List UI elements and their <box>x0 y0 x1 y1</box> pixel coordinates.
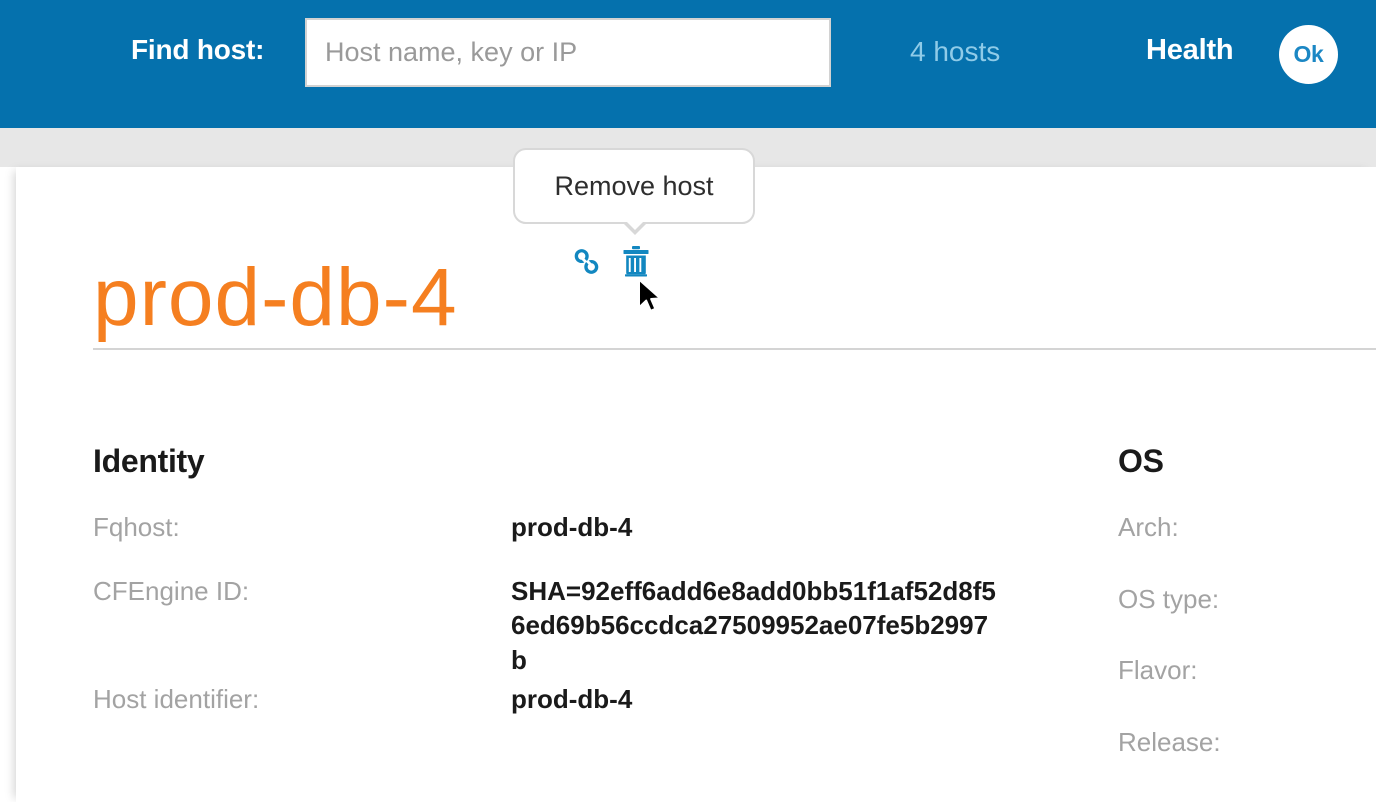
health-label: Health <box>1146 34 1234 66</box>
health-status-badge[interactable]: Ok <box>1279 25 1338 84</box>
page-title: prod-db-4 <box>93 251 458 343</box>
field-value: SHA=92eff6add6e8add0bb51f1af52d8f56ed69b… <box>511 575 996 675</box>
remove-host-button[interactable] <box>619 244 653 278</box>
field-os-type: OS type: <box>1118 582 1376 617</box>
tooltip-label: Remove host <box>554 170 714 201</box>
link-icon <box>574 248 598 274</box>
field-value: prod-db-4 <box>511 684 633 715</box>
tooltip-arrow-inner <box>625 220 645 230</box>
title-divider <box>93 348 1376 350</box>
field-flavor: Flavor: <box>1118 653 1376 688</box>
identity-section: Identity Fqhost: prod-db-4 CFEngine ID: … <box>93 445 1093 746</box>
field-arch: Arch: <box>1118 510 1376 545</box>
field-label: Fqhost: <box>93 512 180 542</box>
trash-icon <box>623 246 649 277</box>
field-label: OS type: <box>1118 583 1220 614</box>
field-cfengine-id: CFEngine ID: SHA=92eff6add6e8add0bb51f1a… <box>93 574 1093 675</box>
field-release: Release: <box>1118 725 1376 760</box>
field-label: CFEngine ID: <box>93 575 250 606</box>
hosts-count-label[interactable]: 4 hosts <box>910 36 1001 67</box>
field-label: Release: <box>1118 726 1221 757</box>
identity-heading: Identity <box>93 443 205 479</box>
health-status-text: Ok <box>1293 41 1324 67</box>
field-value: prod-db-4 <box>511 512 633 542</box>
remove-host-tooltip: Remove host <box>513 148 755 235</box>
os-section: OS Arch: OS type: Flavor: Release: <box>1118 445 1376 788</box>
find-host-label: Find host: <box>131 34 265 65</box>
os-heading: OS <box>1118 443 1164 479</box>
title-action-buttons <box>569 244 653 278</box>
content-panel: prod-db-4 <box>16 167 1376 802</box>
search-input[interactable] <box>305 18 831 87</box>
field-label: Arch: <box>1118 512 1179 542</box>
field-host-identifier: Host identifier: prod-db-4 <box>93 682 1093 717</box>
field-label: Flavor: <box>1118 655 1198 686</box>
link-icon-button[interactable] <box>569 244 603 278</box>
field-fqhost: Fqhost: prod-db-4 <box>93 510 1093 545</box>
top-navigation-bar: Find host: 4 hosts Health Ok <box>0 0 1376 128</box>
field-label: Host identifier: <box>93 684 260 715</box>
